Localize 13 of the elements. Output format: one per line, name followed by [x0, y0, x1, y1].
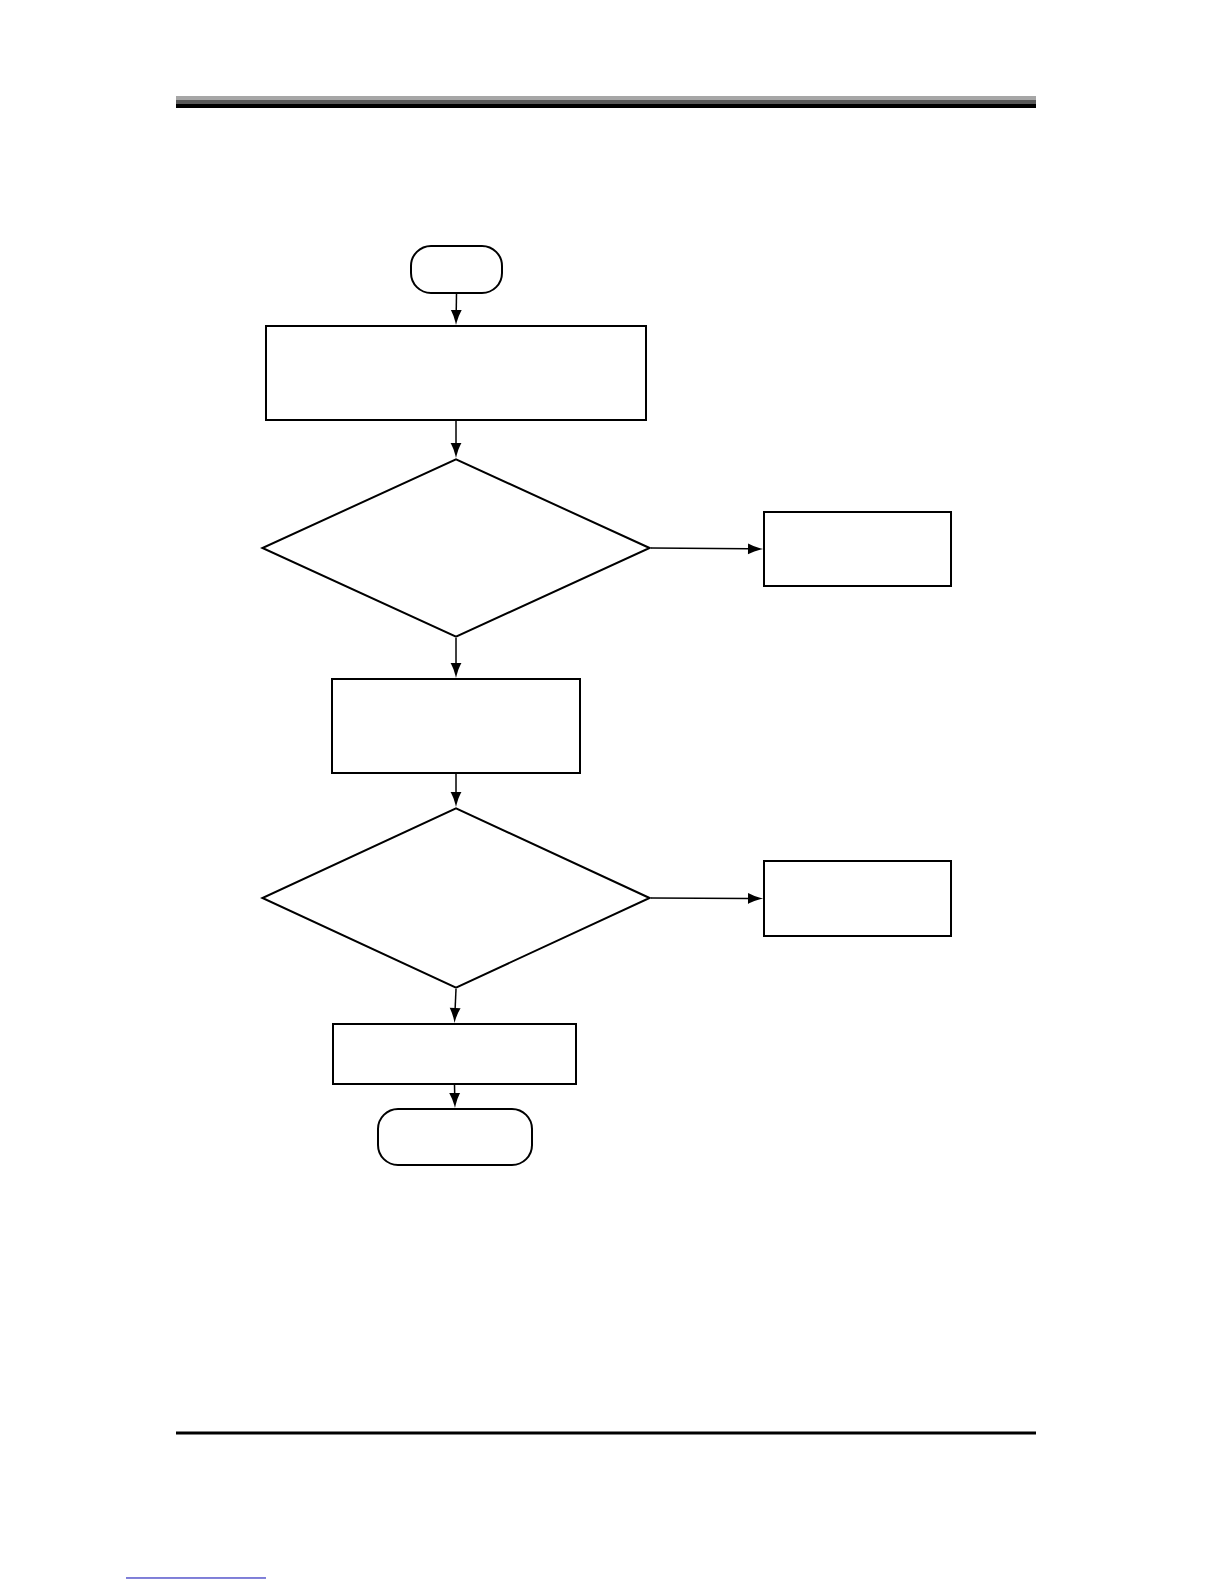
- arrow: [451, 420, 461, 456]
- process-box: [763, 860, 952, 937]
- process-box: [265, 325, 647, 421]
- arrow: [451, 293, 462, 323]
- arrow: [451, 637, 461, 676]
- arrow: [451, 773, 461, 805]
- process-box: [763, 511, 952, 587]
- process-box: [331, 678, 581, 774]
- arrow: [650, 893, 761, 904]
- arrow: [650, 543, 761, 554]
- process-box: [332, 1023, 577, 1085]
- arrow: [450, 988, 461, 1021]
- arrow: [449, 1084, 460, 1106]
